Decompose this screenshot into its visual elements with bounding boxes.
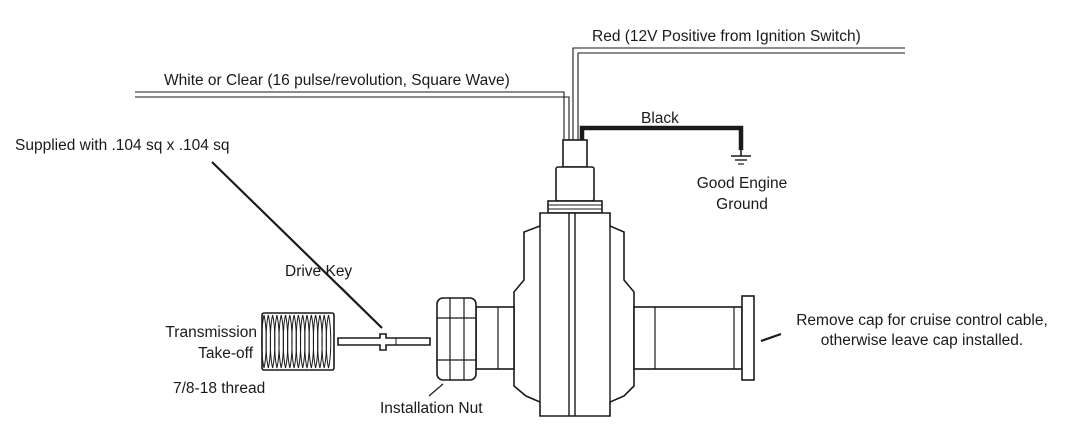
drive-key [337,333,431,351]
thread-ridge [287,314,293,369]
label-ground-line1: Good Engine [697,175,788,192]
label-cap-line1: Remove cap for cruise control cable, [796,312,1048,329]
thread-ridge [278,314,284,369]
thread-ridge [274,314,280,369]
label-drive-key: Drive Key [285,263,352,280]
label-ground-line2: Ground [716,196,768,213]
label-white-wire: White or Clear (16 pulse/revolution, Squ… [164,72,510,89]
label-thread: 7/8-18 thread [173,380,265,397]
sensor-body [513,212,635,417]
black-wire [579,125,744,150]
thread-ridge [261,314,267,369]
thread-ridge [299,314,306,369]
label-supplied-with: Supplied with .104 sq x .104 sq [15,137,230,154]
thread-ridge [295,314,302,369]
label-black-wire: Black [641,110,679,127]
thread-ridge [325,314,332,369]
leader-lines [211,161,782,397]
transmission-thread [261,312,335,371]
thread-ridge [265,314,272,369]
thread-ridge [269,314,276,369]
thread-ridge [308,314,315,369]
thread-ridge [304,314,310,369]
label-red-wire: Red (12V Positive from Ignition Switch) [592,28,861,45]
white-wire [135,91,570,140]
sensor-connector [547,139,603,214]
label-installation-nut: Installation Nut [380,400,483,417]
installation-nut [436,297,477,381]
thread-ridge [291,314,297,369]
cruise-control-cap [633,295,755,381]
label-transmission-line2: Take-off [198,345,254,362]
thread-ridge [282,314,289,369]
left-tube [475,306,515,370]
thread-ridge [321,314,327,369]
thread-ridge [312,314,319,369]
thread-ridge [317,314,323,369]
ground-icon [731,150,751,165]
label-transmission-line1: Transmission [165,324,257,341]
label-cap-line2: otherwise leave cap installed. [821,332,1023,349]
red-wire [572,47,905,140]
